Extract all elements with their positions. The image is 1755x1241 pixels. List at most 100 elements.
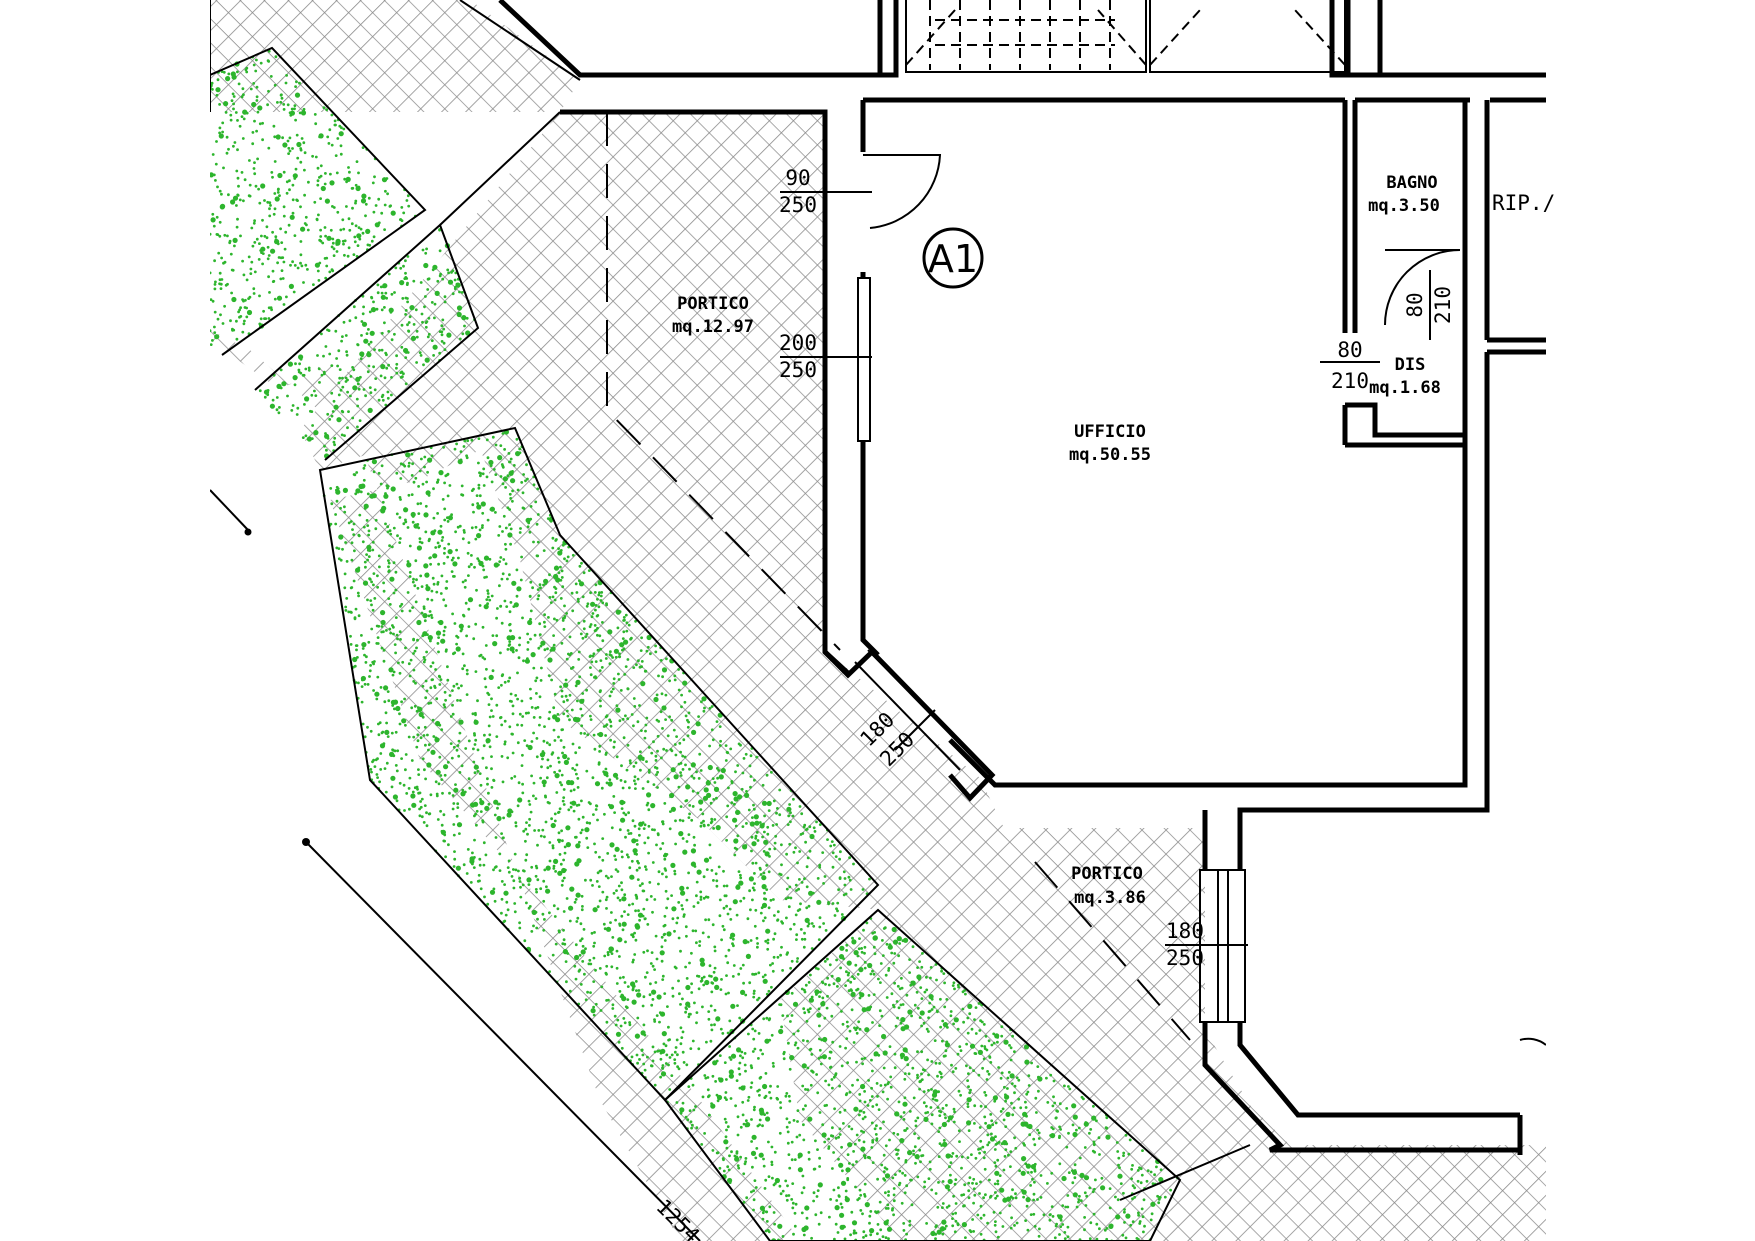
lawn-dot bbox=[728, 1154, 731, 1158]
lawn-dot bbox=[677, 936, 681, 940]
lawn-dot bbox=[568, 693, 572, 697]
lawn-dot bbox=[565, 980, 568, 984]
lawn-dot bbox=[437, 782, 441, 786]
lawn-dot bbox=[951, 1217, 954, 1220]
lawn-dot bbox=[868, 1221, 871, 1225]
lawn-dot bbox=[795, 960, 799, 963]
lawn-dot bbox=[808, 890, 814, 896]
lawn-dot bbox=[306, 228, 310, 232]
lawn-dot bbox=[603, 927, 607, 931]
lawn-dot bbox=[373, 175, 376, 179]
lawn-dot bbox=[330, 391, 334, 395]
lawn-dot bbox=[319, 228, 322, 232]
lawn-dot bbox=[654, 754, 658, 758]
lawn-dot bbox=[259, 61, 263, 65]
lawn-dot bbox=[565, 825, 571, 831]
lawn-dot bbox=[838, 876, 842, 879]
lawn-dot bbox=[527, 619, 533, 626]
lawn-dot bbox=[849, 1233, 852, 1237]
lawn-dot bbox=[580, 937, 584, 941]
lawn-dot bbox=[628, 866, 632, 870]
lawn-dot bbox=[852, 1150, 855, 1153]
lawn-dot bbox=[840, 1010, 843, 1013]
lawn-dot bbox=[370, 296, 374, 300]
lawn-dot bbox=[244, 111, 248, 114]
lawn-dot bbox=[364, 214, 367, 218]
lawn-dot bbox=[467, 777, 471, 781]
lawn-dot bbox=[628, 1023, 632, 1027]
lawn-dot bbox=[352, 253, 356, 256]
lawn-dot bbox=[1033, 1224, 1037, 1228]
lawn-dot bbox=[856, 954, 860, 958]
lawn-dot bbox=[487, 802, 491, 806]
lawn-dot bbox=[330, 502, 334, 506]
lawn-dot bbox=[1157, 1201, 1161, 1205]
lawn-dot bbox=[1027, 1074, 1031, 1078]
lawn-dot bbox=[422, 613, 428, 619]
lawn-dot bbox=[569, 886, 575, 892]
lawn-dot bbox=[745, 1196, 749, 1200]
lawn-dot bbox=[320, 185, 326, 192]
lawn-dot bbox=[925, 1027, 929, 1031]
lawn-dot bbox=[643, 841, 647, 845]
lawn-dot bbox=[553, 617, 556, 621]
lawn-dot bbox=[949, 1014, 953, 1018]
lawn-dot bbox=[982, 1156, 986, 1160]
lawn-dot bbox=[920, 1024, 923, 1028]
lawn-dot bbox=[381, 505, 387, 511]
lawn-dot bbox=[1116, 1198, 1120, 1202]
lawn-dot bbox=[299, 240, 303, 243]
lawn-dot bbox=[359, 351, 365, 357]
lawn-dot bbox=[432, 344, 438, 350]
lawn-dot bbox=[407, 321, 411, 324]
lawn-dot bbox=[385, 721, 388, 725]
lawn-dot bbox=[485, 667, 488, 671]
lawn-dot bbox=[605, 907, 608, 910]
lawn-dot bbox=[337, 349, 341, 353]
lawn-dot bbox=[594, 808, 598, 811]
lawn-dot bbox=[527, 711, 530, 715]
lawn-dot bbox=[561, 728, 564, 731]
lawn-dot bbox=[810, 1053, 814, 1056]
lawn-dot bbox=[317, 213, 320, 217]
lawn-dot bbox=[389, 576, 395, 582]
lawn-dot bbox=[846, 979, 850, 982]
lawn-dot bbox=[681, 1030, 685, 1034]
lawn-dot bbox=[220, 192, 223, 196]
lawn-dot bbox=[768, 847, 772, 851]
lawn-dot bbox=[718, 914, 722, 918]
lawn-dot bbox=[632, 724, 635, 728]
lawn-dot bbox=[621, 717, 625, 721]
lawn-dot bbox=[712, 798, 716, 801]
lawn-dot bbox=[462, 445, 466, 448]
lawn-dot bbox=[558, 807, 562, 811]
lawn-dot bbox=[353, 235, 357, 239]
lawn-dot bbox=[582, 928, 586, 931]
lawn-dot bbox=[661, 667, 668, 673]
lawn-dot bbox=[572, 809, 576, 813]
lawn-dot bbox=[423, 262, 429, 269]
lawn-dot bbox=[1025, 1092, 1029, 1096]
lawn-dot bbox=[557, 831, 561, 835]
lawn-dot bbox=[1009, 1150, 1013, 1153]
lawn-dot bbox=[589, 718, 593, 721]
lawn-dot bbox=[580, 949, 586, 955]
lawn-dot bbox=[585, 769, 589, 773]
lawn-dot bbox=[421, 320, 424, 324]
lawn-dot bbox=[633, 953, 637, 956]
lawn-dot bbox=[407, 493, 411, 497]
lawn-dot bbox=[332, 399, 336, 403]
lawn-dot bbox=[966, 1031, 970, 1035]
lawn-dot bbox=[485, 598, 489, 601]
lawn-dot bbox=[590, 601, 596, 607]
lawn-dot bbox=[659, 950, 665, 956]
lawn-dot bbox=[432, 487, 435, 491]
lawn-dot bbox=[316, 166, 320, 170]
lawn-dot bbox=[842, 870, 846, 874]
lawn-dot bbox=[762, 1017, 766, 1021]
lawn-dot bbox=[211, 153, 215, 156]
lawn-dot bbox=[352, 533, 356, 536]
lawn-dot bbox=[701, 696, 707, 702]
lawn-dot bbox=[578, 746, 581, 749]
lawn-dot bbox=[511, 489, 514, 493]
